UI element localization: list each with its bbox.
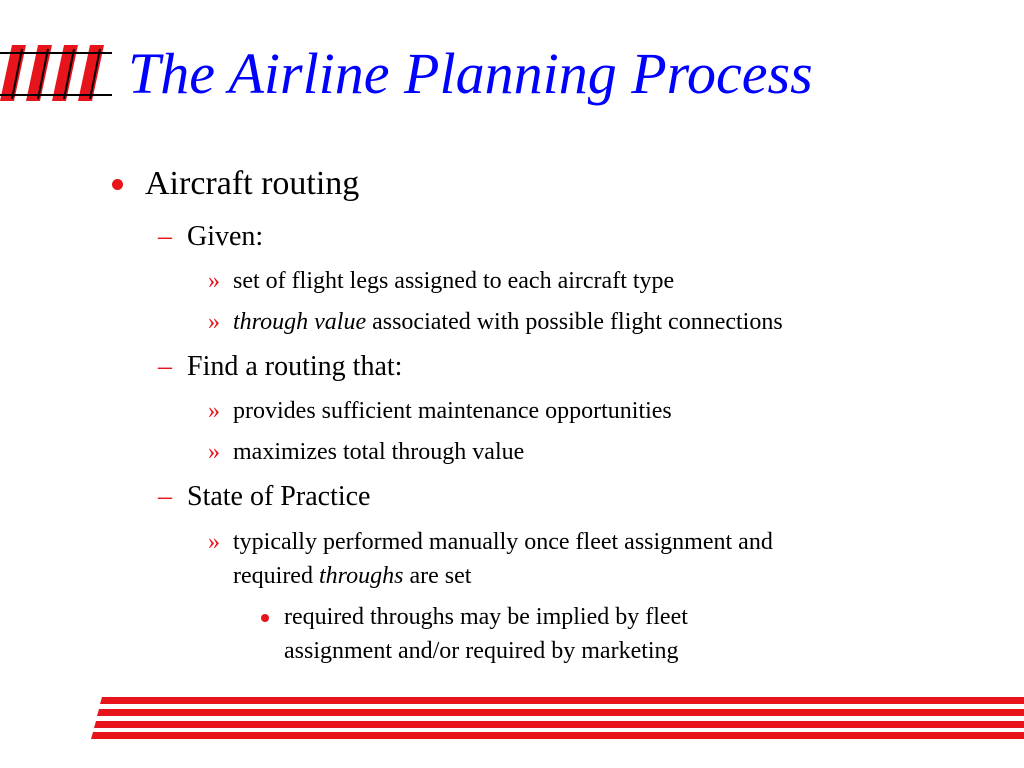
through-value-emphasis: through value [233,309,367,335]
guillemet-icon: » [208,439,220,465]
practice-item-line-1: typically performed manually once fleet … [233,529,773,555]
practice-sub-line-2: assignment and/or required by marketing [284,638,679,664]
dash-icon: – [158,351,172,382]
slide-title: The Airline Planning Process [128,41,813,106]
guillemet-icon: » [208,309,220,335]
practice-line-2-pre: required [233,563,319,589]
throughs-emphasis: throughs [318,563,404,589]
sub-bullet-given: Given: [187,221,264,252]
red-stripes-decoration-icon [91,697,1024,739]
given-item-2-text: associated with possible flight connecti… [366,309,783,335]
practice-line-2-post: are set [403,563,472,589]
guillemet-icon: » [208,529,220,555]
bullet-dot-icon [112,179,123,190]
practice-sub-line-1: required throughs may be implied by flee… [284,604,688,630]
find-item-2: maximizes total through value [233,439,525,465]
find-item-1: provides sufficient maintenance opportun… [233,398,672,424]
guillemet-icon: » [208,398,220,424]
red-slanted-bars-logo-icon [0,45,112,101]
given-item-1: set of flight legs assigned to each airc… [233,268,675,294]
sub-bullet-state-of-practice: State of Practice [187,481,371,512]
guillemet-icon: » [208,268,220,294]
dash-icon: – [158,481,172,512]
bullet-aircraft-routing: Aircraft routing [145,165,360,202]
given-item-2: through value associated with possible f… [233,307,783,337]
small-bullet-dot-icon [261,614,269,622]
practice-item-line-2: required throughs are set [233,561,471,591]
sub-bullet-find-routing: Find a routing that: [187,351,403,382]
dash-icon: – [158,221,172,252]
